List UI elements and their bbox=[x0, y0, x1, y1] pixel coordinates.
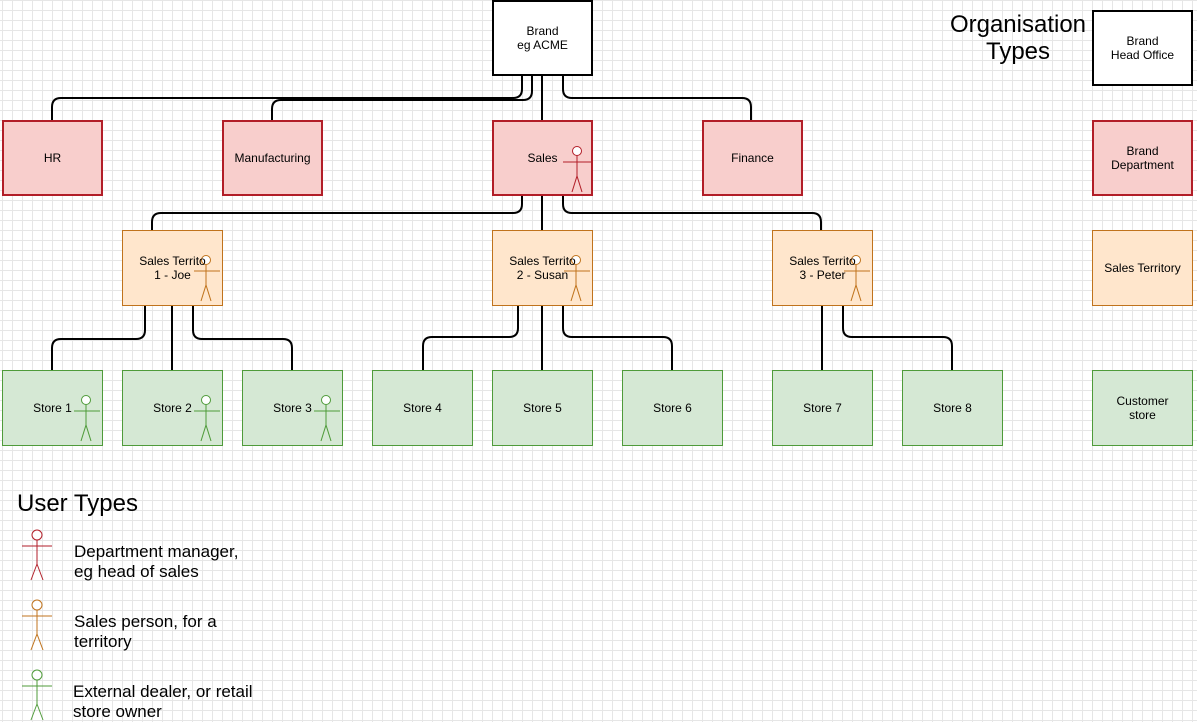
node-brand-label: Brand eg ACME bbox=[517, 24, 568, 52]
node-brand[interactable]: Brand eg ACME bbox=[492, 0, 593, 76]
user-types-title: User Types bbox=[17, 490, 138, 517]
node-sales-territory-3-label: Sales Territo 3 - Peter bbox=[789, 254, 856, 282]
store-owner-legend-icon bbox=[22, 669, 52, 721]
node-store-3-label: Store 3 bbox=[273, 401, 312, 415]
node-hr-label: HR bbox=[43, 151, 62, 165]
node-manufacturing-label: Manufacturing bbox=[234, 151, 311, 165]
node-store-5-label: Store 5 bbox=[523, 401, 562, 415]
store-owner-legend-text: External dealer, or retail store owner bbox=[73, 682, 253, 721]
legend-brand-department-label: Brand Department bbox=[1111, 144, 1174, 172]
node-finance-label: Finance bbox=[731, 151, 774, 165]
node-sales[interactable]: Sales bbox=[492, 120, 593, 196]
node-store-4-label: Store 4 bbox=[403, 401, 442, 415]
node-hr[interactable]: HR bbox=[2, 120, 103, 196]
node-store-5[interactable]: Store 5 bbox=[492, 370, 593, 446]
legend-sales-territory-label: Sales Territory bbox=[1104, 261, 1181, 275]
store-owner-actor-icon bbox=[74, 395, 100, 442]
node-store-4[interactable]: Store 4 bbox=[372, 370, 473, 446]
department-manager-legend-text: Department manager, eg head of sales bbox=[74, 542, 239, 581]
node-sales-territory-2-label: Sales Territo 2 - Susan bbox=[509, 254, 576, 282]
node-finance[interactable]: Finance bbox=[702, 120, 803, 196]
edge-territory-3-store-8 bbox=[842, 305, 953, 370]
node-manufacturing[interactable]: Manufacturing bbox=[222, 120, 323, 196]
node-store-7-label: Store 7 bbox=[803, 401, 842, 415]
edge-brand-hr bbox=[51, 75, 523, 120]
organisation-types-title: Organisation Types bbox=[949, 11, 1087, 65]
node-store-1[interactable]: Store 1 bbox=[2, 370, 103, 446]
node-sales-label: Sales bbox=[527, 151, 558, 165]
department-manager-actor-icon bbox=[563, 146, 591, 193]
node-store-6-label: Store 6 bbox=[653, 401, 692, 415]
legend-customer-store-label: Customer store bbox=[1116, 394, 1169, 422]
edge-territory-1-store-1 bbox=[51, 305, 146, 370]
edge-territory-2-store-4 bbox=[422, 305, 519, 370]
edge-brand-manufacturing bbox=[271, 75, 533, 120]
node-sales-territory-1-label: Sales Territo 1 - Joe bbox=[139, 254, 206, 282]
edge-territory-2-store-6 bbox=[562, 305, 673, 370]
sales-person-legend-icon bbox=[22, 599, 52, 651]
department-manager-legend-icon bbox=[22, 529, 52, 581]
store-owner-actor-icon bbox=[314, 395, 340, 442]
node-store-2-label: Store 2 bbox=[153, 401, 192, 415]
node-store-6[interactable]: Store 6 bbox=[622, 370, 723, 446]
node-store-3[interactable]: Store 3 bbox=[242, 370, 343, 446]
node-sales-territory-2[interactable]: Sales Territo 2 - Susan bbox=[492, 230, 593, 306]
node-store-8[interactable]: Store 8 bbox=[902, 370, 1003, 446]
node-sales-territory-1[interactable]: Sales Territo 1 - Joe bbox=[122, 230, 223, 306]
legend-brand-head-office[interactable]: Brand Head Office bbox=[1092, 10, 1193, 86]
legend-customer-store[interactable]: Customer store bbox=[1092, 370, 1193, 446]
store-owner-actor-icon bbox=[194, 395, 220, 442]
node-store-8-label: Store 8 bbox=[933, 401, 972, 415]
edge-territory-1-store-3 bbox=[192, 305, 293, 370]
sales-person-legend-text: Sales person, for a territory bbox=[74, 612, 217, 651]
legend-brand-department[interactable]: Brand Department bbox=[1092, 120, 1193, 196]
edge-sales-territory-1 bbox=[151, 195, 523, 230]
node-sales-territory-3[interactable]: Sales Territo 3 - Peter bbox=[772, 230, 873, 306]
node-store-2[interactable]: Store 2 bbox=[122, 370, 223, 446]
legend-sales-territory[interactable]: Sales Territory bbox=[1092, 230, 1193, 306]
node-store-1-label: Store 1 bbox=[33, 401, 72, 415]
edge-brand-finance bbox=[562, 75, 752, 120]
legend-brand-head-office-label: Brand Head Office bbox=[1110, 34, 1175, 62]
node-store-7[interactable]: Store 7 bbox=[772, 370, 873, 446]
edge-sales-territory-3 bbox=[562, 195, 822, 230]
